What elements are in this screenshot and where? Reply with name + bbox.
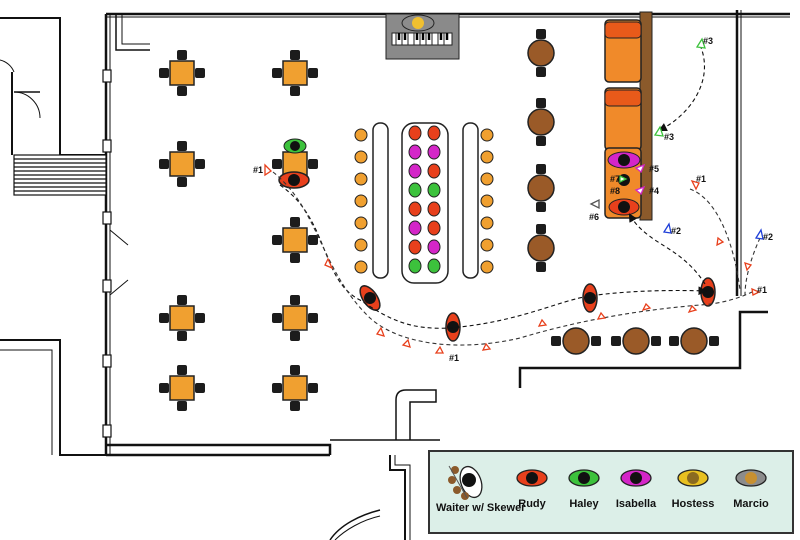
buffet-chair (480, 216, 494, 230)
buffet-dish (427, 163, 441, 179)
legend-rudy-label: Rudy (518, 498, 546, 510)
buffet-dish (408, 201, 422, 217)
buffet-chair (354, 172, 368, 186)
stairs (13, 154, 107, 196)
square-tables (158, 49, 319, 412)
buffet-chair (480, 238, 494, 252)
buffet-chair (354, 260, 368, 274)
legend-rudy: Rudy (506, 468, 558, 510)
piano (385, 13, 460, 60)
marcio-icon (735, 469, 767, 487)
wall-pillars (102, 69, 112, 438)
legend-haley: Haley (558, 468, 610, 510)
marker-labels: #1 #1 #1 #1 #2 #2 #3 #3 #4 #5 #6 #7 #8 (253, 36, 773, 363)
marker-7: #7 (610, 174, 620, 184)
curved-wall (329, 509, 381, 540)
buffet-chair (480, 128, 494, 142)
buffet-dish (408, 220, 422, 236)
buffet-chair (354, 150, 368, 164)
marker-1c: #1 (757, 285, 767, 295)
legend-waiter: Waiter w/ Skewer (436, 462, 526, 514)
marker-2a: #2 (671, 226, 681, 236)
legend-haley-label: Haley (569, 498, 599, 510)
walls (0, 10, 790, 540)
movement-paths (272, 44, 761, 346)
buffet-dish (427, 125, 441, 141)
buffet-dishes (408, 125, 441, 274)
marker-3a: #3 (703, 36, 713, 46)
marker-4: #4 (649, 186, 659, 196)
legend-hostess-label: Hostess (671, 498, 715, 510)
marker-3b: #3 (664, 132, 674, 142)
marker-5: #5 (649, 164, 659, 174)
buffet-dish (427, 201, 441, 217)
buffet-dish (408, 144, 422, 160)
hostess-icon (677, 469, 709, 487)
marker-8: #8 (610, 186, 620, 196)
buffet-chair (480, 260, 494, 274)
buffet-dish (427, 239, 441, 255)
legend: Waiter w/ Skewer Rudy Haley Isabella Hos… (428, 450, 794, 534)
host-stand (395, 389, 437, 440)
legend-marcio-label: Marcio (733, 498, 769, 510)
curved-wall-inner (334, 515, 381, 540)
marker-1b: #1 (449, 353, 459, 363)
legend-isabella-label: Isabella (615, 498, 657, 510)
buffet-dish (408, 163, 422, 179)
buffet-dish (427, 220, 441, 236)
buffet (372, 122, 479, 284)
buffet-dish (408, 182, 422, 198)
marker-1d: #1 (696, 174, 706, 184)
staff-markers (589, 37, 764, 240)
marker-2b: #2 (763, 232, 773, 242)
buffet-chair (354, 216, 368, 230)
buffet-dish (427, 182, 441, 198)
marker-6: #6 (589, 212, 599, 222)
buffet-dish (408, 239, 422, 255)
waiter-icon (448, 465, 483, 500)
buffet-chair (480, 194, 494, 208)
legend-waiter-label: Waiter w/ Skewer (436, 502, 526, 514)
buffet-chair (354, 194, 368, 208)
buffet-chair (354, 238, 368, 252)
buffet-dish (408, 125, 422, 141)
path-waypoints (264, 163, 761, 354)
rudy-icon (516, 469, 548, 487)
buffet-chair (354, 128, 368, 142)
buffet-dish (408, 258, 422, 274)
buffet-dish (427, 258, 441, 274)
buffet-chair (480, 172, 494, 186)
legend-marcio: Marcio (722, 468, 780, 510)
buffet-chairs (354, 128, 494, 274)
buffet-dish (427, 144, 441, 160)
isabella-icon (620, 469, 652, 487)
legend-isabella: Isabella (608, 468, 664, 510)
marker-1a: #1 (253, 165, 263, 175)
guests (278, 138, 716, 342)
haley-icon (568, 469, 600, 487)
buffet-chair (480, 150, 494, 164)
legend-hostess: Hostess (664, 468, 722, 510)
